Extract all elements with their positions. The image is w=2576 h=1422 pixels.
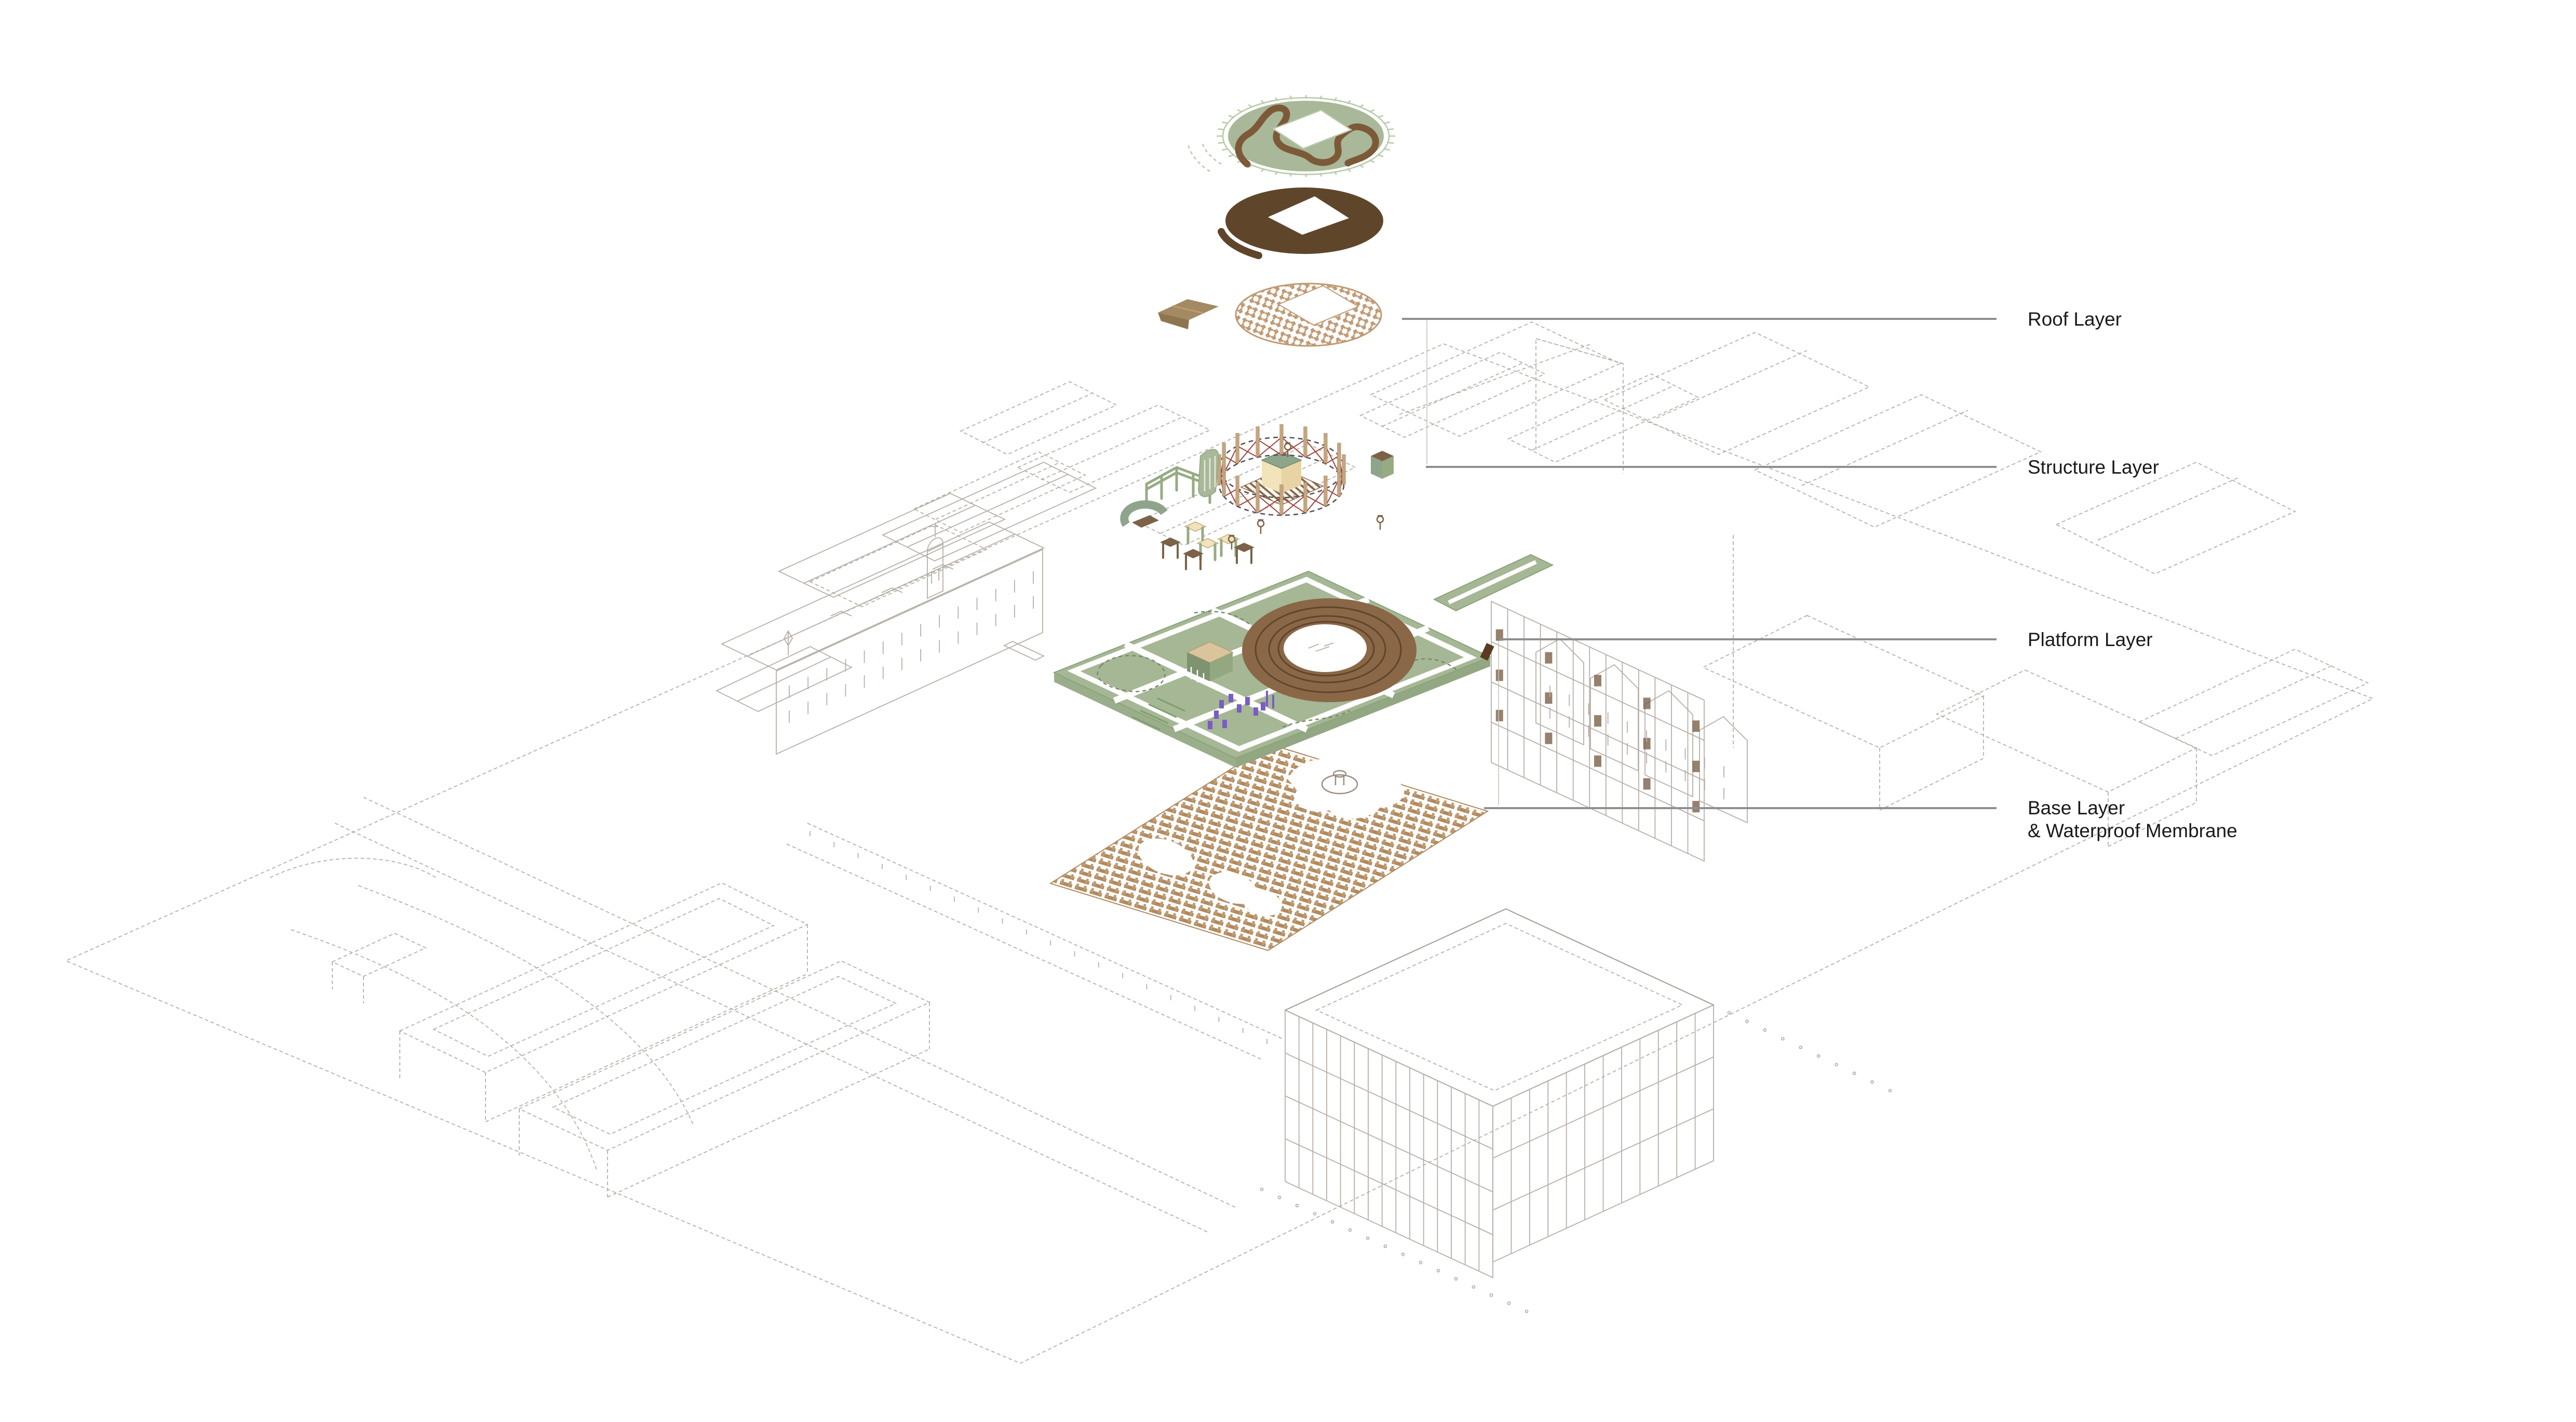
base-opening-plaza	[1288, 758, 1405, 819]
curved-wall-sheet	[1197, 449, 1220, 497]
winding-roof-path	[1235, 104, 1379, 168]
base-waffle-grid	[1049, 743, 1489, 951]
site-boundary	[64, 343, 2375, 1364]
townhouse-row	[1535, 638, 1748, 823]
roof-plan-disc	[1187, 95, 1395, 177]
base-opening-south-2	[1242, 889, 1282, 916]
label-base-layer-line2: & Waterproof Membrane	[2028, 820, 2237, 841]
ring-colonnade	[1217, 424, 1346, 516]
platform-layer	[1053, 554, 1554, 768]
base-opening-west	[1138, 838, 1193, 876]
structure-layer	[1120, 424, 1394, 570]
site-furniture-figures	[1208, 691, 1274, 729]
base-layer-grid	[1049, 743, 1489, 951]
north-roofs	[1136, 321, 2297, 574]
roof-plan-skylight	[1272, 109, 1353, 150]
deck-pavilion	[1186, 641, 1234, 682]
folded-roof-plate	[1158, 299, 1219, 329]
roof-lattice-shell	[1158, 283, 1382, 347]
west-sheds	[331, 882, 931, 1198]
leader-lines	[1402, 318, 1997, 809]
platform-door-marker	[1480, 643, 1494, 661]
curved-wall-canopy	[1132, 515, 1159, 528]
modern-building	[1284, 600, 1715, 1279]
label-base-layer-line1: Base Layer	[2028, 797, 2125, 819]
amphitheatre	[1242, 598, 1417, 702]
curved-wall-c	[1120, 500, 1168, 527]
label-roof-layer: Roof Layer	[2028, 308, 2122, 330]
roof-solid-disc	[1218, 187, 1383, 259]
label-structure-layer: Structure Layer	[2028, 457, 2159, 478]
lanterns	[1228, 442, 1384, 549]
label-platform-layer: Platform Layer	[2028, 629, 2153, 650]
platform-edge-east	[1236, 657, 1490, 768]
kiosks-brown	[1160, 538, 1255, 570]
platform-edge-west	[1054, 673, 1236, 768]
kiosk-green-east	[1371, 451, 1394, 479]
grid-shell-skylight	[1277, 285, 1360, 326]
perimeter-railing	[1217, 95, 1395, 177]
layer-labels: Roof Layer Structure Layer Platform Laye…	[2028, 308, 2237, 841]
layer-connector-hairlines	[1426, 318, 1734, 805]
tower-spire	[927, 524, 943, 599]
fountain	[1321, 770, 1358, 795]
city-context-linework	[64, 321, 2375, 1364]
town-hall-block	[715, 381, 1211, 755]
roof-disc-skylight	[1268, 196, 1349, 235]
east-blocks	[1702, 615, 2369, 847]
deck-benches	[1131, 697, 1185, 731]
